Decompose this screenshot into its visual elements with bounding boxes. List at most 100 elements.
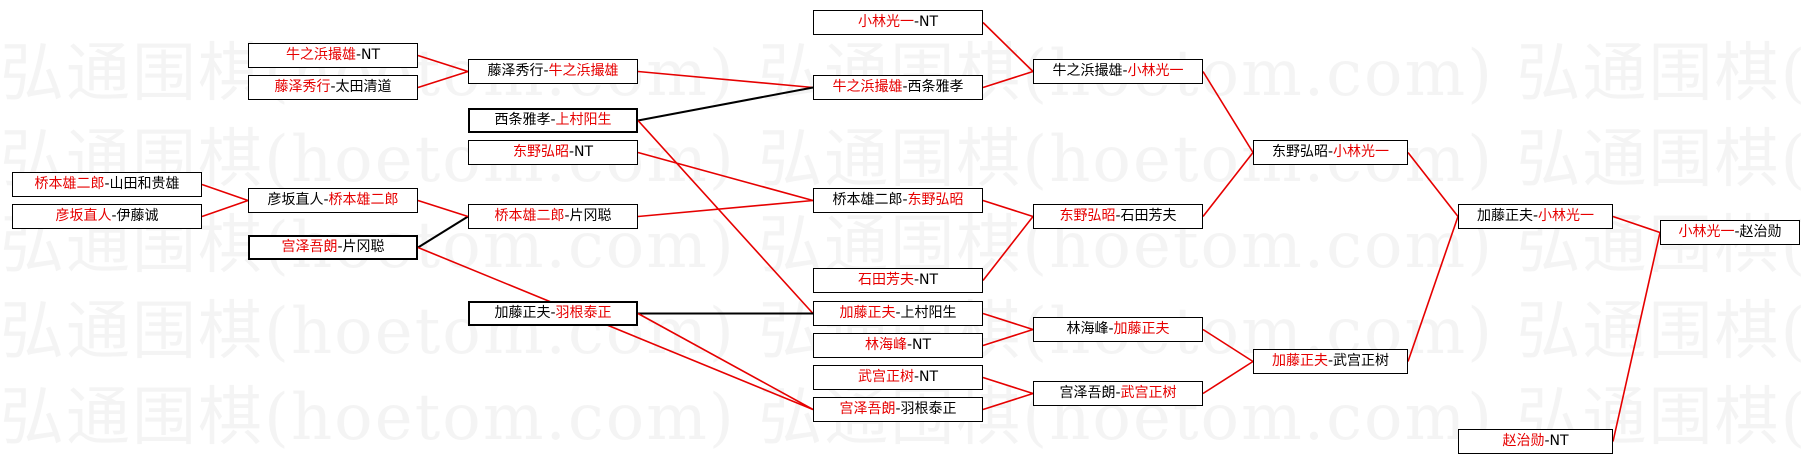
versus-separator: -	[913, 369, 920, 385]
versus-separator: -	[1544, 433, 1550, 449]
connector-r1a-r2a	[417, 54, 469, 73]
connector-r5b-r6a	[1407, 216, 1459, 362]
versus-separator: -	[1108, 321, 1114, 337]
versus-separator: -	[895, 305, 901, 321]
match-box-r7a: 小林光一-赵治勋	[1660, 220, 1800, 245]
connector-r3g-r4d	[982, 376, 1034, 395]
match-box-r4d: 宫泽吾朗-武宫正树	[1033, 381, 1203, 406]
player-2-name: 石田芳夫	[1120, 208, 1177, 224]
player-2-name: 武宫正树	[1333, 353, 1390, 369]
player-2-name: 片冈聪	[569, 208, 612, 224]
versus-separator: -	[1115, 208, 1121, 224]
versus-separator: -	[111, 208, 117, 224]
player-1-name: 桥本雄二郎	[832, 192, 903, 208]
player-1-name: 林海峰	[1066, 321, 1109, 337]
versus-separator: -	[323, 192, 329, 208]
versus-separator: -	[902, 79, 908, 95]
match-box-r6b: 赵治勋-NT	[1458, 429, 1613, 454]
match-box-r1d: 彦坂直人-伊藤诚	[12, 204, 202, 229]
player-2-name: 羽根泰正	[555, 305, 612, 321]
connector-r5a-r6a	[1407, 152, 1459, 217]
versus-separator: -	[568, 144, 575, 160]
match-box-r1a: 牛之浜撮雄-NT	[248, 43, 418, 68]
versus-separator: -	[550, 305, 556, 321]
player-1-name: 宫泽吾朗	[839, 401, 896, 417]
player-1-name: 藤泽秀行	[487, 63, 544, 79]
versus-separator: -	[1327, 144, 1334, 160]
player-2-name: NT	[361, 47, 381, 63]
player-1-name: 东野弘昭	[1271, 144, 1328, 160]
player-1-name: 加藤正夫	[839, 305, 896, 321]
match-box-r1e: 宫泽吾朗-片冈聪	[248, 235, 418, 260]
player-1-name: 宫泽吾朗	[1059, 385, 1116, 401]
player-2-name: NT	[912, 337, 932, 353]
player-1-name: 彦坂直人	[55, 208, 112, 224]
match-box-r5a: 东野弘昭-小林光一	[1253, 140, 1408, 165]
connector-r1d-r2d	[201, 199, 249, 218]
match-box-r6a: 加藤正夫-小林光一	[1458, 204, 1613, 229]
connector-r2b-r3b	[637, 86, 814, 122]
versus-separator: -	[564, 208, 570, 224]
player-1-name: 加藤正夫	[494, 305, 551, 321]
connector-r2f-r3h	[637, 312, 814, 411]
versus-separator: -	[104, 176, 110, 192]
player-2-name: NT	[919, 369, 939, 385]
player-1-name: 小林光一	[857, 14, 914, 30]
player-2-name: 西条雅孝	[907, 79, 964, 95]
player-1-name: 藤泽秀行	[274, 79, 331, 95]
connector-r1e-r2e	[417, 215, 469, 249]
connector-r3h-r4d	[982, 392, 1034, 411]
connector-r4c-r5b	[1202, 328, 1254, 363]
connector-r1b-r2a	[417, 70, 469, 89]
match-box-r3h: 宫泽吾朗-羽根泰正	[813, 397, 983, 422]
player-1-name: 东野弘昭	[1059, 208, 1116, 224]
match-box-r3c: 桥本雄二郎-东野弘昭	[813, 188, 983, 213]
versus-separator: -	[1734, 224, 1740, 240]
versus-separator: -	[913, 14, 920, 30]
player-2-name: 太田清道	[335, 79, 392, 95]
match-box-r3f: 林海峰-NT	[813, 333, 983, 358]
match-box-r2a: 藤泽秀行-牛之浜撮雄	[468, 59, 638, 84]
versus-separator: -	[543, 63, 549, 79]
player-1-name: 林海峰	[864, 337, 907, 353]
player-2-name: 上村阳生	[900, 305, 957, 321]
connector-r3f-r4c	[982, 328, 1034, 347]
match-box-r3e: 加藤正夫-上村阳生	[813, 301, 983, 326]
player-1-name: 加藤正夫	[1271, 353, 1328, 369]
match-box-r3b: 牛之浜撮雄-西条雅孝	[813, 75, 983, 100]
connector-r1e-r3h	[417, 246, 814, 411]
versus-separator: -	[1115, 385, 1121, 401]
match-box-r4c: 林海峰-加藤正夫	[1033, 317, 1203, 342]
match-box-r3a: 小林光一-NT	[813, 10, 983, 35]
player-1-name: 牛之浜撮雄	[285, 47, 356, 63]
connector-r4d-r5b	[1202, 360, 1254, 395]
versus-separator: -	[1122, 63, 1128, 79]
player-2-name: 东野弘昭	[907, 192, 964, 208]
match-box-r3g: 武宫正树-NT	[813, 365, 983, 390]
connector-r3a-r4a	[982, 21, 1034, 73]
player-2-name: 小林光一	[1127, 63, 1184, 79]
versus-separator: -	[906, 337, 913, 353]
player-1-name: 赵治勋	[1502, 433, 1545, 449]
player-1-name: 桥本雄二郎	[494, 208, 565, 224]
player-2-name: 桥本雄二郎	[328, 192, 399, 208]
player-2-name: 伊藤诚	[116, 208, 159, 224]
match-box-r2d: 彦坂直人-桥本雄二郎	[248, 188, 418, 213]
match-box-r2c: 东野弘昭-NT	[468, 140, 638, 165]
player-2-name: 武宫正树	[1120, 385, 1177, 401]
versus-separator: -	[913, 272, 920, 288]
connector-r3e-r4c	[982, 312, 1034, 331]
match-box-r4a: 牛之浜撮雄-小林光一	[1033, 59, 1203, 84]
player-2-name: NT	[1549, 433, 1569, 449]
versus-separator: -	[550, 112, 556, 128]
player-2-name: 小林光一	[1538, 208, 1595, 224]
connector-r6b-r7a	[1612, 232, 1661, 442]
player-1-name: 武宫正树	[857, 369, 914, 385]
versus-separator: -	[1327, 353, 1334, 369]
connector-r3c-r4b	[982, 199, 1034, 218]
player-2-name: NT	[919, 272, 939, 288]
connector-r2c-r3c	[637, 151, 814, 202]
connector-r4b-r5a	[1202, 152, 1254, 217]
versus-separator: -	[902, 192, 908, 208]
player-2-name: NT	[919, 14, 939, 30]
